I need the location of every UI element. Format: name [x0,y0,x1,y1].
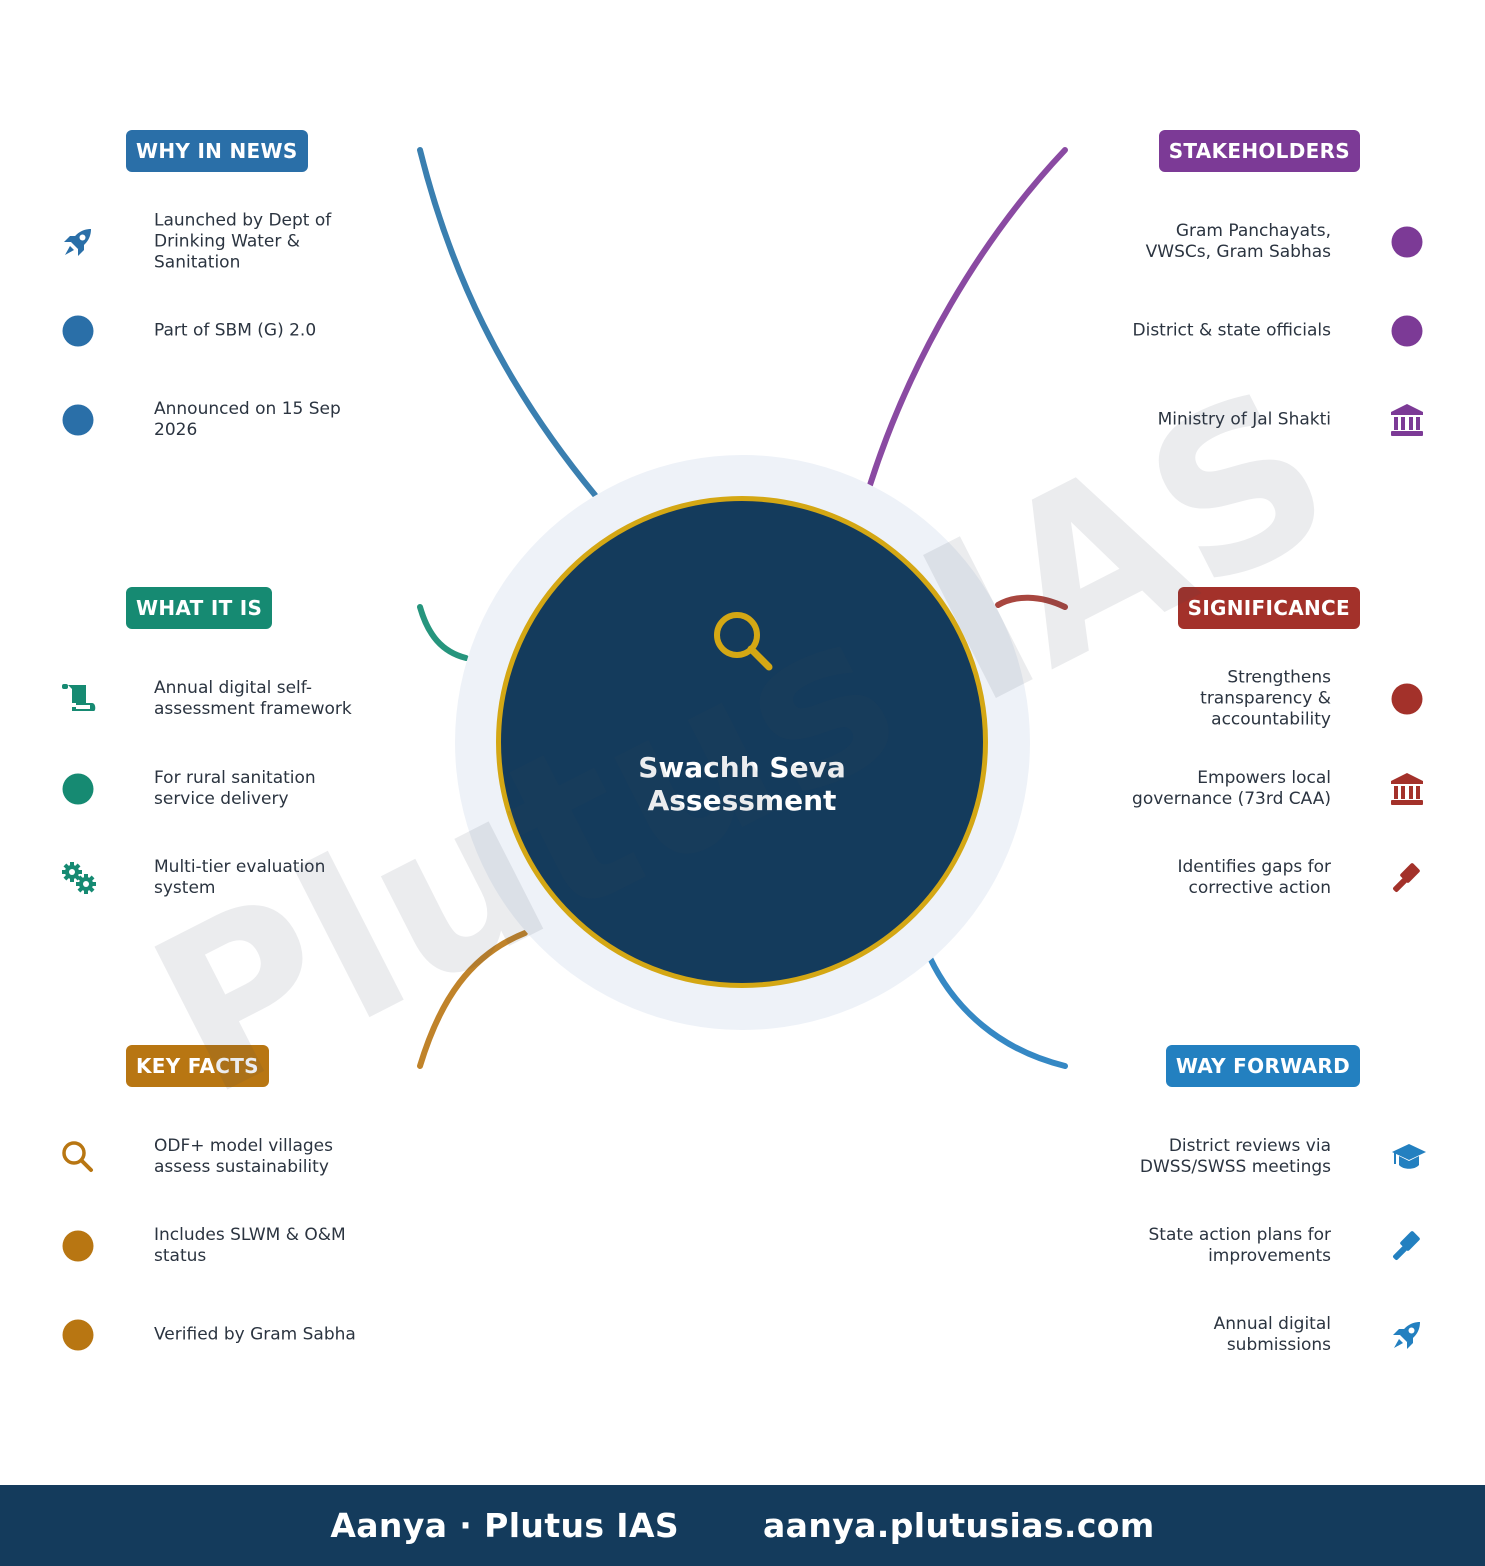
dot-icon [60,771,96,807]
list-item-text: State action plans for improvements [1148,1225,1331,1266]
list-item-way-1: District reviews via DWSS/SWSS meetings [1135,1127,1426,1187]
list-item-significance-2: Empowers local governance (73rd CAA) [1132,759,1425,819]
dot-icon [1389,681,1425,717]
list-item-text: District & state officials [1132,320,1332,341]
section-title-what: WHAT IT IS [126,587,273,629]
dot-icon [60,313,96,349]
connector-significance [995,594,1068,610]
list-item-text: Gram Panchayats, VWSCs, Gram Sabhas [1145,221,1331,262]
list-item-facts-2: Includes SLWM & O&M status [60,1216,350,1276]
list-item-text: Includes SLWM & O&M status [154,1225,346,1266]
list-item-what-2: For rural sanitation service delivery [60,759,350,819]
list-item-facts-1: ODF+ model villages assess sustainabilit… [60,1127,350,1187]
list-item-text: Annual digital self-assessment framework [154,678,352,719]
list-item-significance-3: Identifies gaps for corrective action [1135,848,1425,908]
list-item-stakeholders-2: District & state officials [1133,301,1425,361]
hub-title: Swachh Seva Assessment [501,751,983,817]
list-item-why-3: Announced on 15 Sep 2026 [60,390,350,450]
list-item-text: Identifies gaps for corrective action [1177,857,1332,898]
list-item-text: ODF+ model villages assess sustainabilit… [154,1136,333,1177]
list-item-text: Announced on 15 Sep 2026 [154,399,341,440]
list-item-why-1: Launched by Dept of Drinking Water & San… [60,211,350,273]
dot-icon [60,1317,96,1353]
list-item-significance-1: Strengthens transparency & accountabilit… [1135,668,1425,730]
connector-stakeholders [867,147,1068,488]
list-item-text: Verified by Gram Sabha [154,1324,356,1345]
rocket-icon [1389,1317,1425,1353]
section-title-way: WAY FORWARD [1165,1045,1360,1087]
list-item-text: Annual digital submissions [1213,1314,1331,1355]
list-item-text: Part of SBM (G) 2.0 [154,320,317,341]
list-item-stakeholders-1: Gram Panchayats, VWSCs, Gram Sabhas [1135,212,1425,272]
connector-way [927,955,1068,1069]
list-item-what-3: Multi-tier evaluation system [60,848,350,908]
list-item-text: Empowers local governance (73rd CAA) [1132,768,1331,809]
list-item-text: Multi-tier evaluation system [154,857,326,898]
landmark-icon [1389,402,1425,438]
gavel-icon [1389,1228,1425,1264]
connector-facts [417,930,528,1069]
section-title-facts: KEY FACTS [126,1045,269,1087]
scroll-icon [60,681,96,717]
rocket-icon [60,224,96,260]
central-hub: Swachh Seva Assessment [496,496,988,988]
connector-what [417,604,469,661]
gears-icon [60,860,96,896]
list-item-facts-3: Verified by Gram Sabha [60,1305,356,1365]
gavel-icon [1389,860,1425,896]
section-title-stakeholders: STAKEHOLDERS [1158,130,1360,172]
search-icon [60,1139,96,1175]
footer-url: aanya.plutusias.com [763,1506,1155,1545]
list-item-stakeholders-3: Ministry of Jal Shakti [1135,390,1425,450]
hub-title-line1: Swachh Seva [638,751,846,784]
dot-icon [60,1228,96,1264]
dot-icon [60,402,96,438]
graduation-cap-icon [1389,1139,1426,1175]
list-item-way-3: Annual digital submissions [1135,1305,1425,1365]
footer-bar: Aanya · Plutus IAS aanya.plutusias.com [0,1485,1485,1566]
list-item-way-2: State action plans for improvements [1135,1216,1425,1276]
list-item-what-1: Annual digital self-assessment framework [60,669,352,729]
section-title-significance: SIGNIFICANCE [1177,587,1360,629]
search-icon [714,612,773,671]
hub-title-line2: Assessment [647,784,837,817]
dot-icon [1389,224,1425,260]
section-title-why: WHY IN NEWS [126,130,308,172]
footer-brand: Aanya · Plutus IAS [330,1506,680,1545]
list-item-why-2: Part of SBM (G) 2.0 [60,301,350,361]
list-item-text: Ministry of Jal Shakti [1157,409,1331,430]
connector-why [417,147,598,498]
list-item-text: For rural sanitation service delivery [154,768,316,809]
dot-icon [1389,313,1425,349]
list-item-text: Strengthens transparency & accountabilit… [1200,667,1331,730]
landmark-icon [1389,771,1425,807]
list-item-text: Launched by Dept of Drinking Water & San… [154,210,332,273]
list-item-text: District reviews via DWSS/SWSS meetings [1139,1136,1331,1177]
